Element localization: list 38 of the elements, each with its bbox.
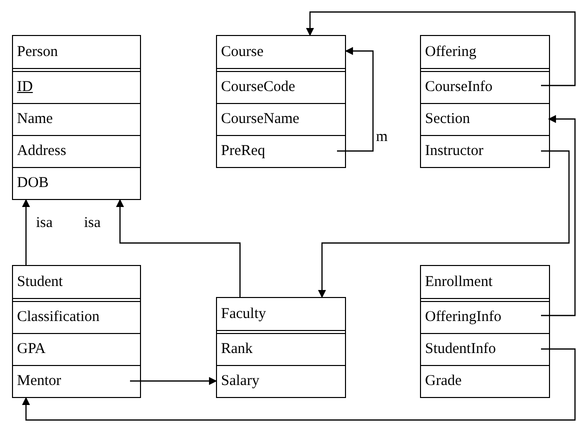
field-name: PreReq xyxy=(221,142,266,162)
field-name: Address xyxy=(17,142,66,162)
field-name: Rank xyxy=(221,340,253,360)
arrow xyxy=(22,199,30,265)
field-name: OfferingInfo xyxy=(425,308,502,328)
field-name: Person xyxy=(17,42,58,62)
field-name: CourseCode xyxy=(221,78,296,98)
field-name: CourseInfo xyxy=(425,78,492,98)
field-name: ID xyxy=(17,78,33,98)
arrow xyxy=(306,11,576,86)
table-box xyxy=(420,35,550,168)
arrow xyxy=(318,150,570,298)
field-name: StudentInfo xyxy=(425,340,496,360)
field-name: Student xyxy=(17,272,63,292)
table-box xyxy=(12,265,141,398)
field-name: Faculty xyxy=(221,304,266,324)
arrow xyxy=(116,199,241,297)
field-name: DOB xyxy=(17,174,49,194)
field-name: Grade xyxy=(425,372,462,392)
field-name: Course xyxy=(221,42,264,62)
field-name: Salary xyxy=(221,372,260,392)
field-name: Offering xyxy=(425,42,476,62)
field-name: Classification xyxy=(17,308,100,328)
field-name: Section xyxy=(425,110,470,130)
arrow xyxy=(541,115,576,316)
field-name: Enrollment xyxy=(425,272,492,292)
field-name: CourseName xyxy=(221,110,300,130)
arrow xyxy=(22,348,576,421)
table-box xyxy=(12,35,141,200)
arrow xyxy=(130,377,217,385)
field-name: Name xyxy=(17,110,53,130)
table-box xyxy=(216,297,346,398)
field-name: Instructor xyxy=(425,142,484,162)
arrow xyxy=(337,47,374,152)
table-box xyxy=(420,265,550,398)
table-box xyxy=(216,35,346,168)
field-name: GPA xyxy=(17,340,46,360)
field-name: Mentor xyxy=(17,372,62,392)
